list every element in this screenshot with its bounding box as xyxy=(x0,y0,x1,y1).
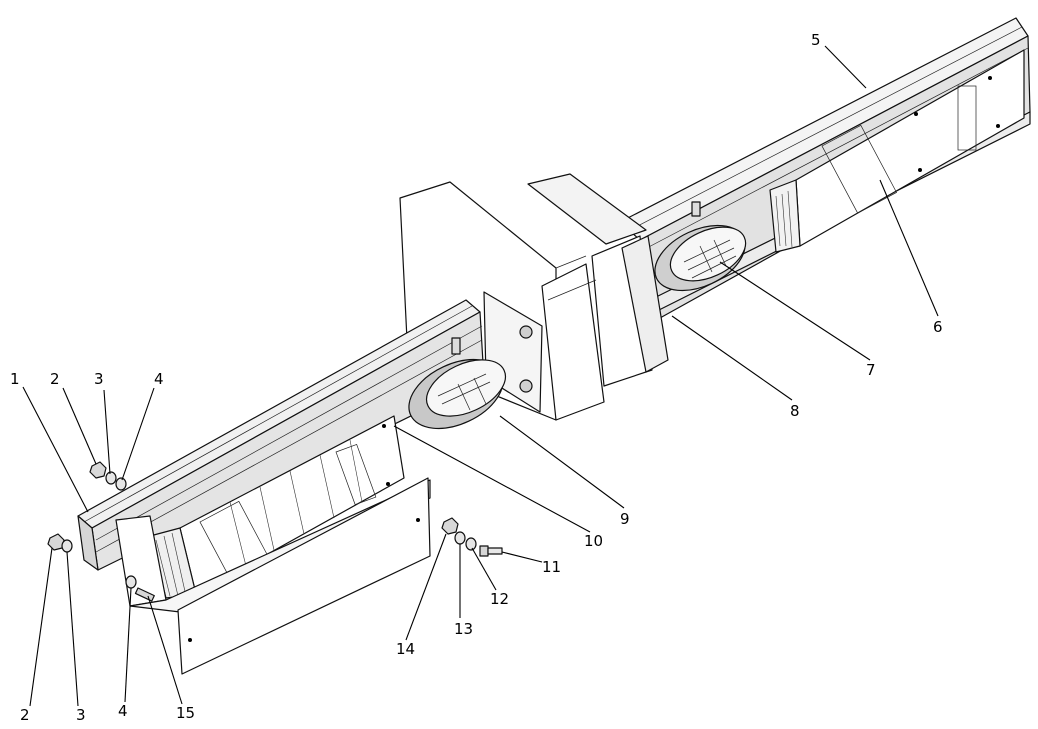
license-plate-bracket xyxy=(177,477,431,675)
callout-8: 8 xyxy=(790,402,800,420)
washer-4-upper xyxy=(115,477,127,491)
right-bolt-top xyxy=(691,201,701,217)
left-oval-lamp xyxy=(408,358,506,430)
callout-3-upper: 3 xyxy=(94,370,104,388)
left-bolt-top xyxy=(451,337,461,355)
nut-2-upper xyxy=(89,461,107,479)
nut-14 xyxy=(441,517,459,535)
callout-4-upper: 4 xyxy=(154,370,164,388)
callout-6: 6 xyxy=(933,318,943,336)
callout-labels: 1 2 3 4 5 6 7 8 9 10 11 12 13 14 2 3 4 1… xyxy=(10,31,943,724)
callout-13: 13 xyxy=(454,620,473,638)
washer-4-lower xyxy=(125,575,137,589)
right-oval-lamp xyxy=(654,224,747,292)
washer-3-lower xyxy=(61,539,73,553)
callout-7: 7 xyxy=(866,361,876,379)
right-rear-lamp-housing xyxy=(769,49,1025,253)
callout-2-upper: 2 xyxy=(50,370,60,388)
washer-12 xyxy=(465,537,477,551)
washer-3-upper xyxy=(105,471,117,485)
callout-4-lower: 4 xyxy=(118,702,128,720)
callout-9: 9 xyxy=(620,510,630,528)
callout-14: 14 xyxy=(396,640,415,658)
callout-5: 5 xyxy=(811,31,821,49)
callout-10: 10 xyxy=(584,532,603,550)
callout-15: 15 xyxy=(176,704,195,722)
bolt-11 xyxy=(479,545,503,557)
callout-3-lower: 3 xyxy=(76,706,86,724)
callout-11: 11 xyxy=(542,558,561,576)
callout-1: 1 xyxy=(10,370,20,388)
washer-13 xyxy=(454,531,466,545)
callout-2-lower: 2 xyxy=(20,706,30,724)
bolt-15 xyxy=(134,587,155,602)
leader-lines xyxy=(22,45,939,707)
callout-12: 12 xyxy=(490,590,509,608)
